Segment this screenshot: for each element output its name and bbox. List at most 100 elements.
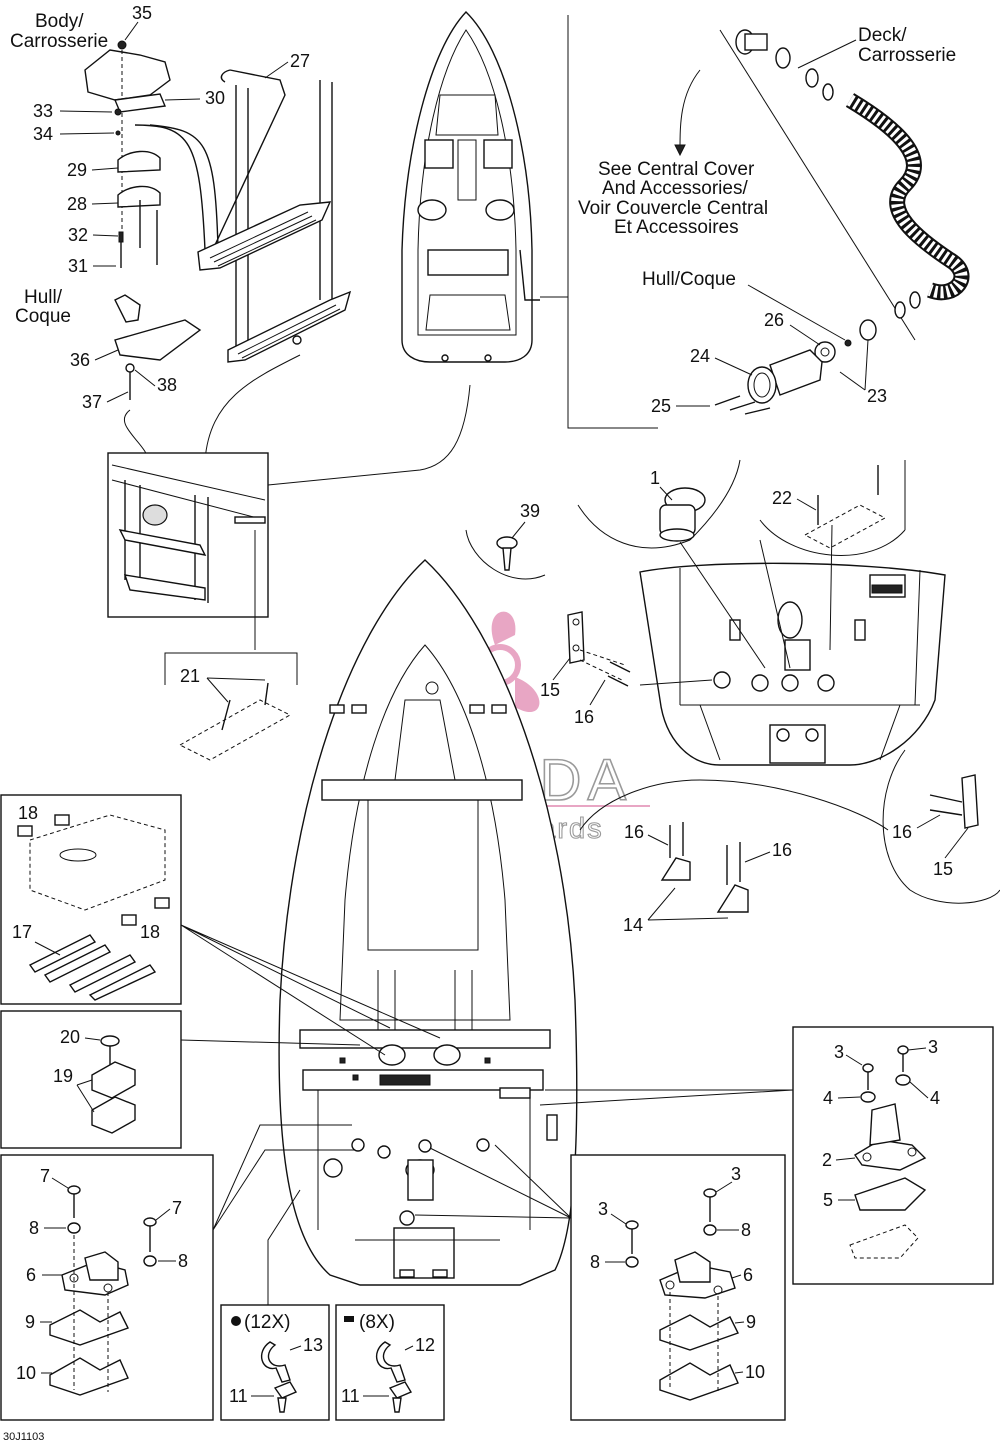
stern-view [577, 459, 946, 766]
gasket-26 [814, 341, 836, 363]
callout-27: 27 [290, 51, 310, 71]
plate-30 [114, 93, 166, 113]
leader-19-to-hull [180, 1039, 361, 1046]
see-central-line3: Voir Couvercle Central [578, 198, 768, 219]
callout-10b: 10 [745, 1362, 765, 1382]
callout-15b: 15 [933, 859, 953, 879]
callout-3a: 3 [834, 1042, 844, 1062]
screw-35 [117, 40, 127, 50]
callout-19: 19 [53, 1066, 73, 1086]
callout-3d: 3 [598, 1199, 608, 1219]
callout-38: 38 [157, 375, 177, 395]
callout-13: 13 [303, 1335, 323, 1355]
clamp-29 [117, 150, 161, 173]
figure-code: 30J1103 [3, 1431, 44, 1443]
leader-3-to-hull [414, 1144, 572, 1219]
callout-8d: 8 [590, 1252, 600, 1272]
clip-12 [375, 1341, 406, 1383]
callout-17: 17 [12, 922, 32, 942]
main-hull-view [278, 559, 578, 1286]
box-11-12: (8X) 12 11 [335, 1304, 445, 1421]
callout-24: 24 [690, 346, 710, 366]
screw-11a [277, 1397, 287, 1413]
callout-21: 21 [180, 666, 200, 686]
pad-19b [91, 1096, 136, 1134]
callout-12: 12 [415, 1335, 435, 1355]
callout-8b: 8 [178, 1251, 188, 1271]
ring-23 [859, 319, 877, 341]
callout-9b: 9 [746, 1312, 756, 1332]
deck-top-view [401, 11, 540, 363]
plate-10a [49, 1357, 129, 1396]
pad-5 [854, 1177, 927, 1211]
screw-20 [100, 1035, 120, 1047]
see-central-line2: And Accessories/ [602, 178, 748, 199]
screw-39 [496, 536, 518, 550]
plate-9a [49, 1309, 129, 1346]
leader-12x [267, 1189, 301, 1305]
leader-6-to-hull [212, 1124, 355, 1231]
callout-18b: 18 [140, 922, 160, 942]
callout-36: 36 [70, 350, 90, 370]
bracket-36 [114, 319, 202, 361]
bracket-15b [961, 774, 979, 829]
callout-5: 5 [823, 1190, 833, 1210]
screw-11b [392, 1397, 402, 1413]
ladder-detail-box [107, 452, 269, 618]
box-19-20: 20 19 [0, 1010, 182, 1149]
clip-13 [260, 1341, 291, 1383]
dot-marker-icon [231, 1316, 241, 1326]
hull-label-left-line2: Coque [15, 306, 71, 327]
callout-39: 39 [520, 501, 540, 521]
box-17-18: 18 18 17 [0, 794, 182, 1005]
leader-18-to-hull [180, 924, 441, 1056]
callout-23: 23 [867, 386, 887, 406]
see-central-line1: See Central Cover [598, 159, 755, 180]
callout-22: 22 [772, 488, 792, 508]
callout-9a: 9 [25, 1312, 35, 1332]
callout-37: 37 [82, 392, 102, 412]
clamp-28 [117, 185, 161, 208]
hull-section-piece [114, 294, 141, 323]
box-11-13: (12X) 13 11 [220, 1304, 330, 1421]
bracket-14a [660, 857, 691, 881]
callout-21-box: 21 [164, 530, 298, 761]
flange-24 [747, 366, 777, 404]
fitting-body [769, 349, 823, 396]
nut-33 [114, 108, 122, 116]
detail-16-15-right: 16 15 [882, 749, 1000, 904]
callout-3c: 3 [731, 1164, 741, 1184]
callout-11b: 11 [341, 1386, 360, 1406]
pad-22 [803, 504, 887, 549]
plate-9b [659, 1314, 739, 1351]
ladder-step-upper [197, 201, 332, 271]
see-central-line4: Et Accessoires [614, 217, 739, 238]
stern-labels: 1 22 [650, 468, 817, 511]
deck-label-line1: Deck/ [858, 25, 907, 46]
bracket-14b [716, 884, 749, 913]
callout-33: 33 [33, 101, 53, 121]
detail-14-16: 16 16 14 [579, 779, 889, 935]
callout-6a: 6 [26, 1265, 36, 1285]
ladder-step-lower [227, 290, 352, 363]
washer-38 [125, 363, 135, 373]
plate-10b [659, 1362, 739, 1401]
drain-hose-labels: Deck/ Carrosserie See Central Cover And … [578, 25, 956, 416]
callout-4a: 4 [823, 1088, 833, 1108]
hull-label-left-line1: Hull/ [24, 287, 63, 308]
callout-18a: 18 [18, 803, 38, 823]
hull-outline [278, 559, 578, 1286]
callout-34: 34 [33, 124, 53, 144]
callout-10a: 10 [16, 1363, 36, 1383]
callout-14: 14 [623, 915, 643, 935]
drain-hose-assembly [540, 15, 970, 429]
callout-8a: 8 [29, 1218, 39, 1238]
body-section-piece [84, 49, 171, 101]
bracket-15a [567, 611, 585, 664]
box-6-10: 7 8 7 8 6 9 10 [0, 1154, 214, 1421]
square-marker-icon [344, 1316, 354, 1322]
corrugated-hose [846, 94, 968, 299]
callout-32: 32 [68, 225, 88, 245]
box-3-10: 3 3 8 8 6 9 10 [570, 1154, 786, 1421]
